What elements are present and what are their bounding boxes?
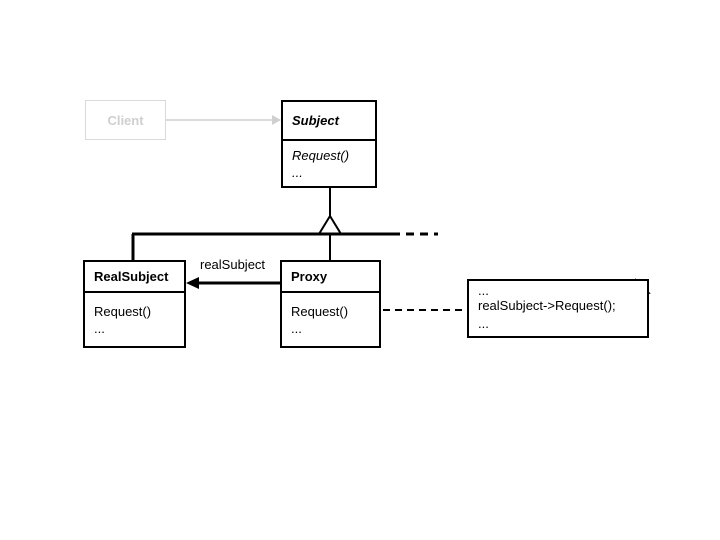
class-box-subject[interactable]: Subject Request() ... [281, 100, 377, 188]
subject-operations-compartment: Request() ... [283, 141, 375, 186]
note-line-3: ... [478, 316, 489, 331]
realsubject-operation-ellipsis: ... [94, 320, 105, 336]
subject-operation-request: Request() [292, 147, 350, 163]
proxy-realsubject-arrowhead [186, 277, 199, 289]
proxy-operation-ellipsis: ... [291, 320, 302, 336]
note-line-2: realSubject->Request(); [478, 298, 616, 313]
realsubject-class-name: RealSubject [94, 269, 169, 284]
subject-operation-ellipsis: ... [292, 164, 303, 180]
client-title-compartment: Client [86, 101, 165, 139]
class-box-client[interactable]: Client [85, 100, 166, 140]
realsubject-title-compartment: RealSubject [85, 262, 184, 293]
client-subject-arrowhead [272, 115, 281, 125]
class-box-realsubject[interactable]: RealSubject Request() ... [83, 260, 186, 348]
inheritance-triangle [317, 214, 343, 235]
subject-title-compartment: Subject [283, 102, 375, 141]
proxy-class-name: Proxy [291, 269, 328, 284]
proxy-operation-request: Request() [291, 303, 349, 319]
note-line-1: ... [478, 283, 489, 298]
proxy-operations-compartment: Request() ... [282, 293, 379, 346]
note-box[interactable]: ... realSubject->Request(); ... [467, 279, 649, 338]
association-label-realsubject: realSubject [200, 257, 266, 272]
proxy-title-compartment: Proxy [282, 262, 379, 293]
class-box-proxy[interactable]: Proxy Request() ... [280, 260, 381, 348]
client-class-name: Client [107, 112, 144, 128]
realsubject-operations-compartment: Request() ... [85, 293, 184, 346]
subject-class-name: Subject [292, 113, 339, 128]
realsubject-operation-request: Request() [94, 303, 152, 319]
